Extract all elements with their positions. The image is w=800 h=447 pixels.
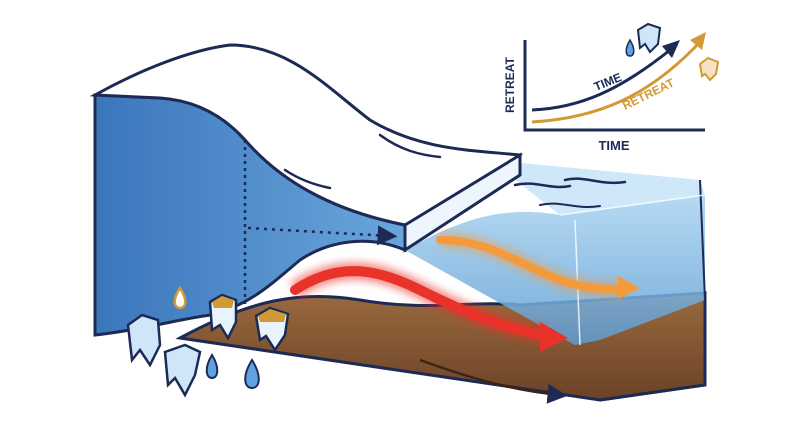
glacier [89,43,524,337]
ice-chunk-icon [636,22,662,54]
glacier-top-surface [89,43,524,227]
crevasse-line [378,133,442,159]
water-droplet-icon [173,285,187,310]
ice-chunk-icon [163,343,202,398]
wave-line [513,182,572,189]
seabed-flow-arrow [419,358,568,404]
ice-chunk-icon [698,56,720,82]
inset-chart: RETREAT TIME TIME RETREAT [503,22,720,153]
wave-line [539,202,601,208]
warm-water-arrow-icon [290,262,568,352]
water-droplet-icon [244,358,260,390]
wave-line [563,177,627,185]
inset-x-axis-label: TIME [598,138,629,153]
inset-y-axis [523,40,705,132]
trend-line-dark [531,48,671,112]
inset-y-axis-label: RETREAT [503,56,517,112]
ice-chunk-icon [208,293,238,341]
ice-chunk-icon [254,306,290,353]
water-droplet-icon [205,353,219,380]
trend-line-gold [531,40,702,124]
ice-chunk-icon [126,313,162,368]
crevasse-line [283,168,332,190]
warm-water-arrow-icon [436,232,640,299]
water-droplet-icon [625,38,635,57]
